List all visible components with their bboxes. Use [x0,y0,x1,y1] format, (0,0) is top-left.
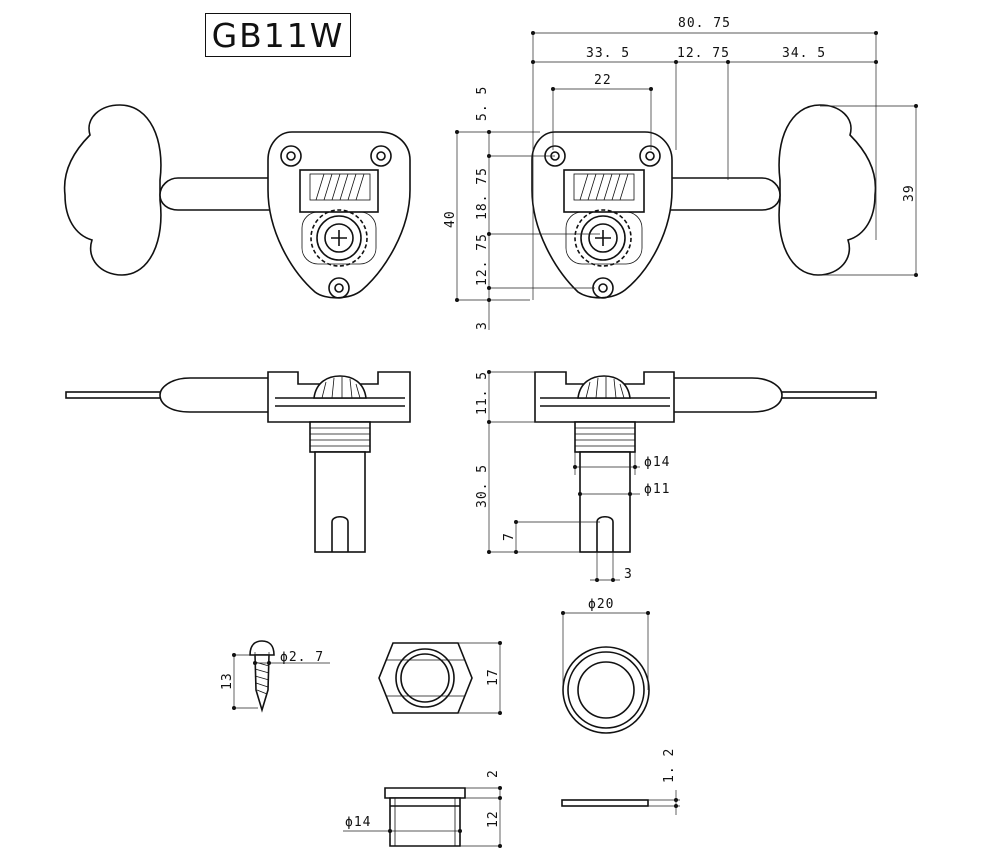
dim-bottom-offset: 3 [475,321,490,330]
button-shaft-left [159,177,286,211]
tuner-button-left [63,104,162,276]
gear-right [574,209,632,267]
dim-post-to-button: 33. 5 [586,46,630,61]
dim-slot-width: 3 [624,567,633,582]
model-title: GB11W [211,15,345,55]
bushing-side [384,787,466,847]
washer-side [561,799,649,807]
front-view-right [531,104,877,299]
dim-screw-dia: ϕ2. 7 [280,650,324,665]
dim-bushing-length: 12 [486,810,501,828]
tuner-button-right [778,104,877,276]
dim-gear-height: 11. 5 [475,371,490,415]
model-title-box: GB11W [205,13,351,57]
dim-button-length: 34. 5 [782,46,826,61]
dim-washer-thickness: 1. 2 [662,748,677,783]
mounting-screw [249,640,275,713]
gear-left [310,209,368,267]
housing-left [267,131,411,299]
dim-bushing-outer-dia: ϕ14 [345,815,371,830]
button-shaft-right [654,177,781,211]
dim-bushing-flange: 2 [486,769,501,778]
hex-nut [378,642,473,714]
washer-front [562,646,650,734]
dim-washer-dia: ϕ20 [588,597,614,612]
dim-top-offset: 5. 5 [475,86,490,121]
dimension-labels: 80. 75 33. 5 12. 75 34. 5 22 5. 5 18. 75… [220,16,917,830]
dim-nut-width: 17 [486,668,501,686]
dim-post-dia: ϕ11 [644,482,670,497]
dim-button-height: 39 [902,184,917,202]
dim-hole-spacing: 22 [594,73,612,88]
dim-overall-width: 80. 75 [678,16,731,31]
dim-upper-height: 18. 75 [475,167,490,220]
dim-slot-depth: 7 [502,532,517,541]
dim-total-height: 40 [443,210,458,228]
dim-shaft-width: 12. 75 [677,46,730,61]
side-view-left [65,371,411,553]
dim-lower-height: 12. 75 [475,233,490,286]
dim-post-length: 30. 5 [475,464,490,508]
dim-screw-length: 13 [220,672,235,690]
front-view-left [63,104,411,299]
dim-bushing-dia: ϕ14 [644,455,670,470]
dimension-dots [232,31,918,848]
housing-right [531,131,673,299]
side-view-right [534,371,877,553]
